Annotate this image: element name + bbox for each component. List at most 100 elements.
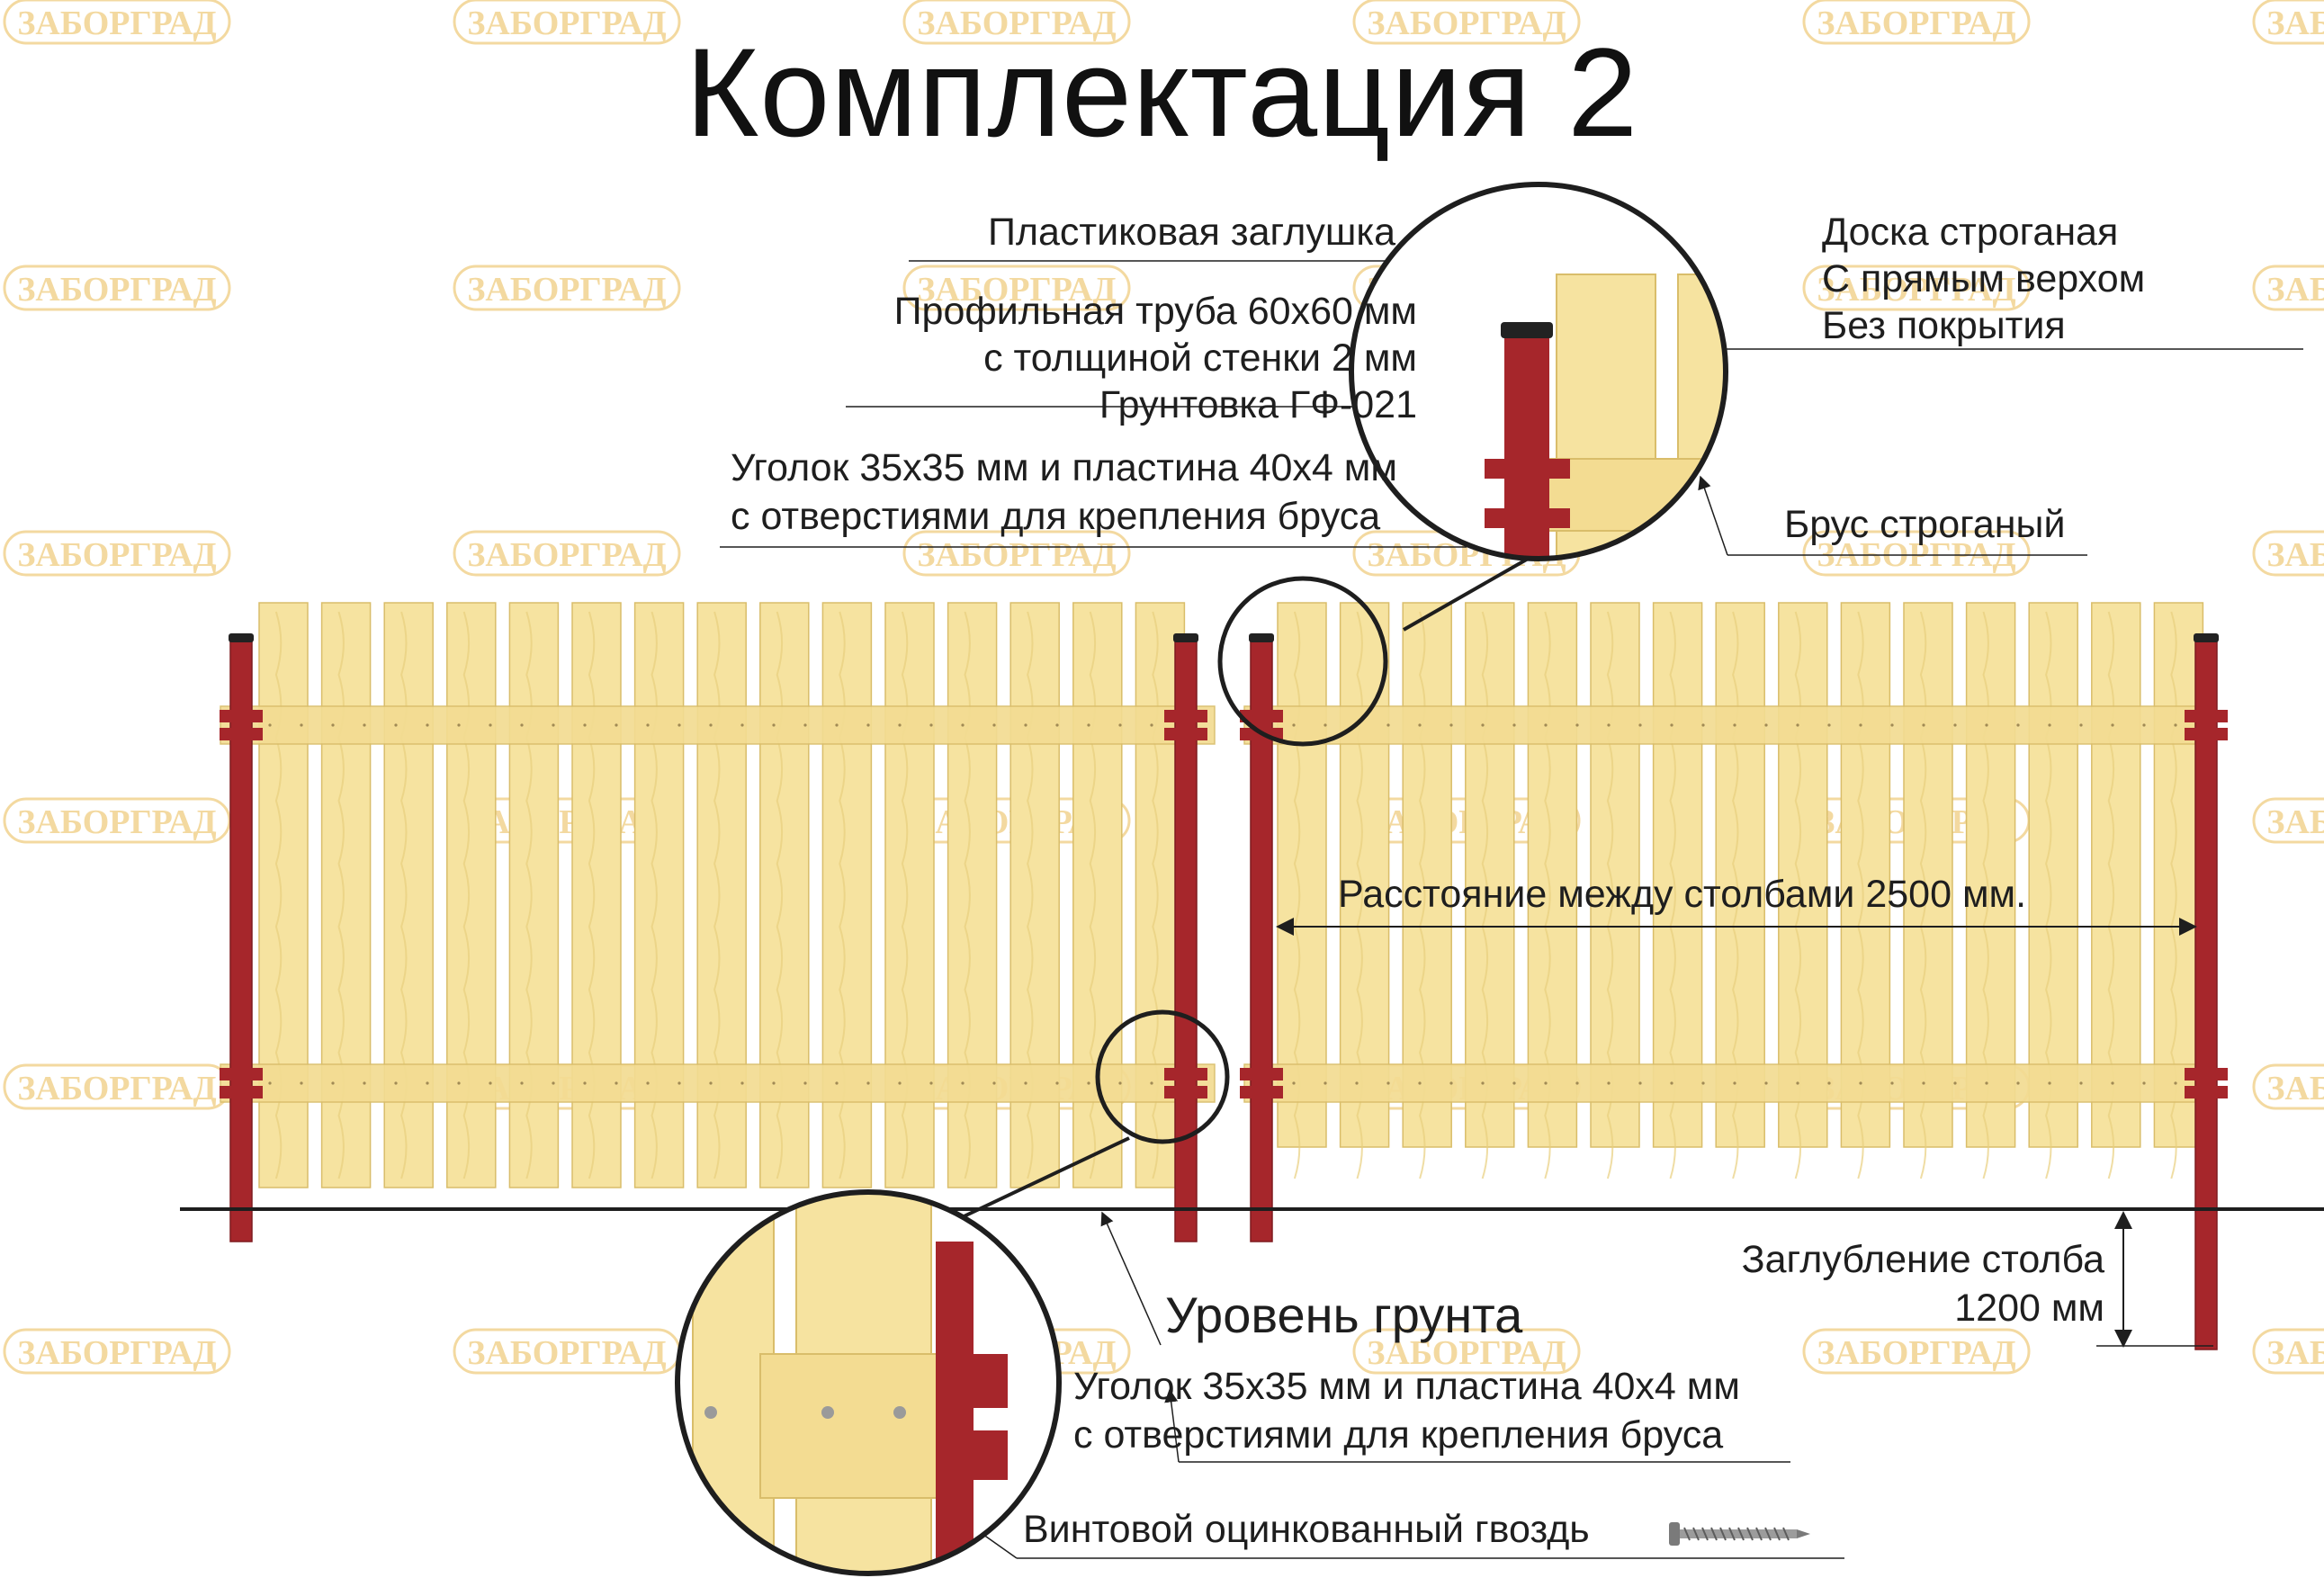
nail-dot (1859, 723, 1862, 727)
nail-dot (835, 1081, 839, 1085)
nail-dot (1638, 1081, 1642, 1085)
board-label-3: Без покрытия (1822, 304, 2066, 347)
nail-shaft (1680, 1529, 1797, 1538)
bracket (220, 710, 263, 722)
nail-dot (363, 1081, 366, 1085)
watermark-badge (1802, 0, 2031, 45)
watermark-text: ЗАБОРГРАД (2266, 1070, 2324, 1107)
nail-dot (1418, 723, 1422, 727)
watermark-badge (902, 530, 1131, 577)
watermark-text: ЗАБОРГРАД (2266, 1334, 2324, 1372)
bracket (2185, 710, 2228, 722)
nail-head (893, 1406, 906, 1419)
watermark-badge (2252, 1328, 2324, 1375)
fence-board (1715, 602, 1765, 1148)
nail-dot (866, 1081, 870, 1085)
watermark-text: ЗАБОРГРАД (917, 271, 1116, 309)
detail-marker-bottom (1095, 1009, 1230, 1144)
nail-dot (677, 723, 681, 727)
watermark-text: ЗАБОРГРАД (1817, 4, 2015, 42)
nail-thread (1764, 1527, 1772, 1541)
nail-dot (1024, 723, 1027, 727)
watermark-text: ЗАБОРГРАД (467, 271, 666, 309)
watermark-text: ЗАБОРГРАД (17, 1334, 216, 1372)
nail-dot (1733, 1081, 1736, 1085)
watermark-badge (3, 530, 231, 577)
nail-dot (677, 1081, 681, 1085)
watermark-text: ЗАБОРГРАД (2266, 4, 2324, 42)
nail-dot (1764, 723, 1768, 727)
bracket (220, 1068, 263, 1080)
zoom-board (1677, 273, 1726, 559)
nail-dot (2079, 723, 2083, 727)
nail-dot (1575, 1081, 1579, 1085)
watermark-text: ЗАБОРГРАД (467, 803, 666, 841)
nail-dot (520, 1081, 524, 1085)
zoom-top-ring (1349, 182, 1728, 561)
nail-thread (1737, 1527, 1745, 1541)
nail-thread (1683, 1527, 1691, 1541)
nail-dot (1701, 723, 1705, 727)
nail-dot (803, 1081, 807, 1085)
nail-dot (1418, 1081, 1422, 1085)
fence-board (2091, 602, 2141, 1148)
corner-bottom-label-1: Уголок 35х35 мм и пластина 40х4 мм (1073, 1365, 1740, 1408)
nail-dot (394, 723, 398, 727)
nail-dot (1607, 1081, 1611, 1085)
watermark-badge (453, 530, 681, 577)
nail-dot (1827, 723, 1831, 727)
nail-dot (2111, 1081, 2114, 1085)
nail-dot (1859, 1081, 1862, 1085)
ground-level-label: Уровень грунта (1165, 1287, 1523, 1343)
zoom-bracket (967, 1354, 1008, 1408)
nail-dot (1386, 723, 1390, 727)
nail-dot (457, 1081, 461, 1085)
nail-tip (1797, 1529, 1810, 1538)
nail-dot (583, 723, 587, 727)
fence-board (2028, 602, 2078, 1148)
nail-dot (1922, 723, 1925, 727)
nail-dot (929, 1081, 933, 1085)
fence-board (1778, 602, 1828, 1148)
watermark-badge (3, 264, 231, 311)
nail-thread (1773, 1527, 1781, 1541)
nail-dot (740, 1081, 744, 1085)
nail-dot (1985, 723, 1988, 727)
fence-board (1903, 602, 1953, 1148)
bracket (1240, 710, 1283, 722)
nail-thread (1782, 1527, 1790, 1541)
pipe-label-1: Профильная труба 60х60 мм (893, 290, 1417, 333)
watermark-text: ЗАБОРГРАД (17, 803, 216, 841)
nail-dot (992, 1081, 996, 1085)
fence-board (1465, 602, 1515, 1148)
nail-dot (1796, 1081, 1799, 1085)
nail-dot (268, 1081, 272, 1085)
nail-dot (929, 723, 933, 727)
zoom-cap (1501, 322, 1553, 338)
nail-thread (1728, 1527, 1736, 1541)
nail-dot (1481, 723, 1485, 727)
horizontal-beam (220, 1063, 1216, 1103)
bracket (1240, 1086, 1283, 1098)
nail-dot (300, 1081, 303, 1085)
bracket (1164, 1086, 1207, 1098)
zoom-bottom-ring (675, 1189, 1062, 1576)
nail-dot (1512, 723, 1516, 727)
fence-board (1590, 602, 1640, 1148)
bracket (220, 1086, 263, 1098)
nail-dot (1055, 1081, 1059, 1085)
nail-label: Винтовой оцинкованный гвоздь (1023, 1508, 1590, 1551)
bracket (2185, 1086, 2228, 1098)
nail-dot (1575, 723, 1579, 727)
nail-head (821, 1406, 834, 1419)
nail-dot (2142, 723, 2146, 727)
nail-dot (615, 723, 618, 727)
pipe-label-2: с толщиной стенки 2 мм (983, 336, 1417, 380)
horizontal-beam (1243, 1063, 2196, 1103)
cap-label: Пластиковая заглушка (988, 211, 1395, 254)
bracket (1240, 1068, 1283, 1080)
fence-board (1965, 602, 2016, 1148)
nail-dot (1638, 723, 1642, 727)
watermark-badge (902, 264, 1131, 311)
